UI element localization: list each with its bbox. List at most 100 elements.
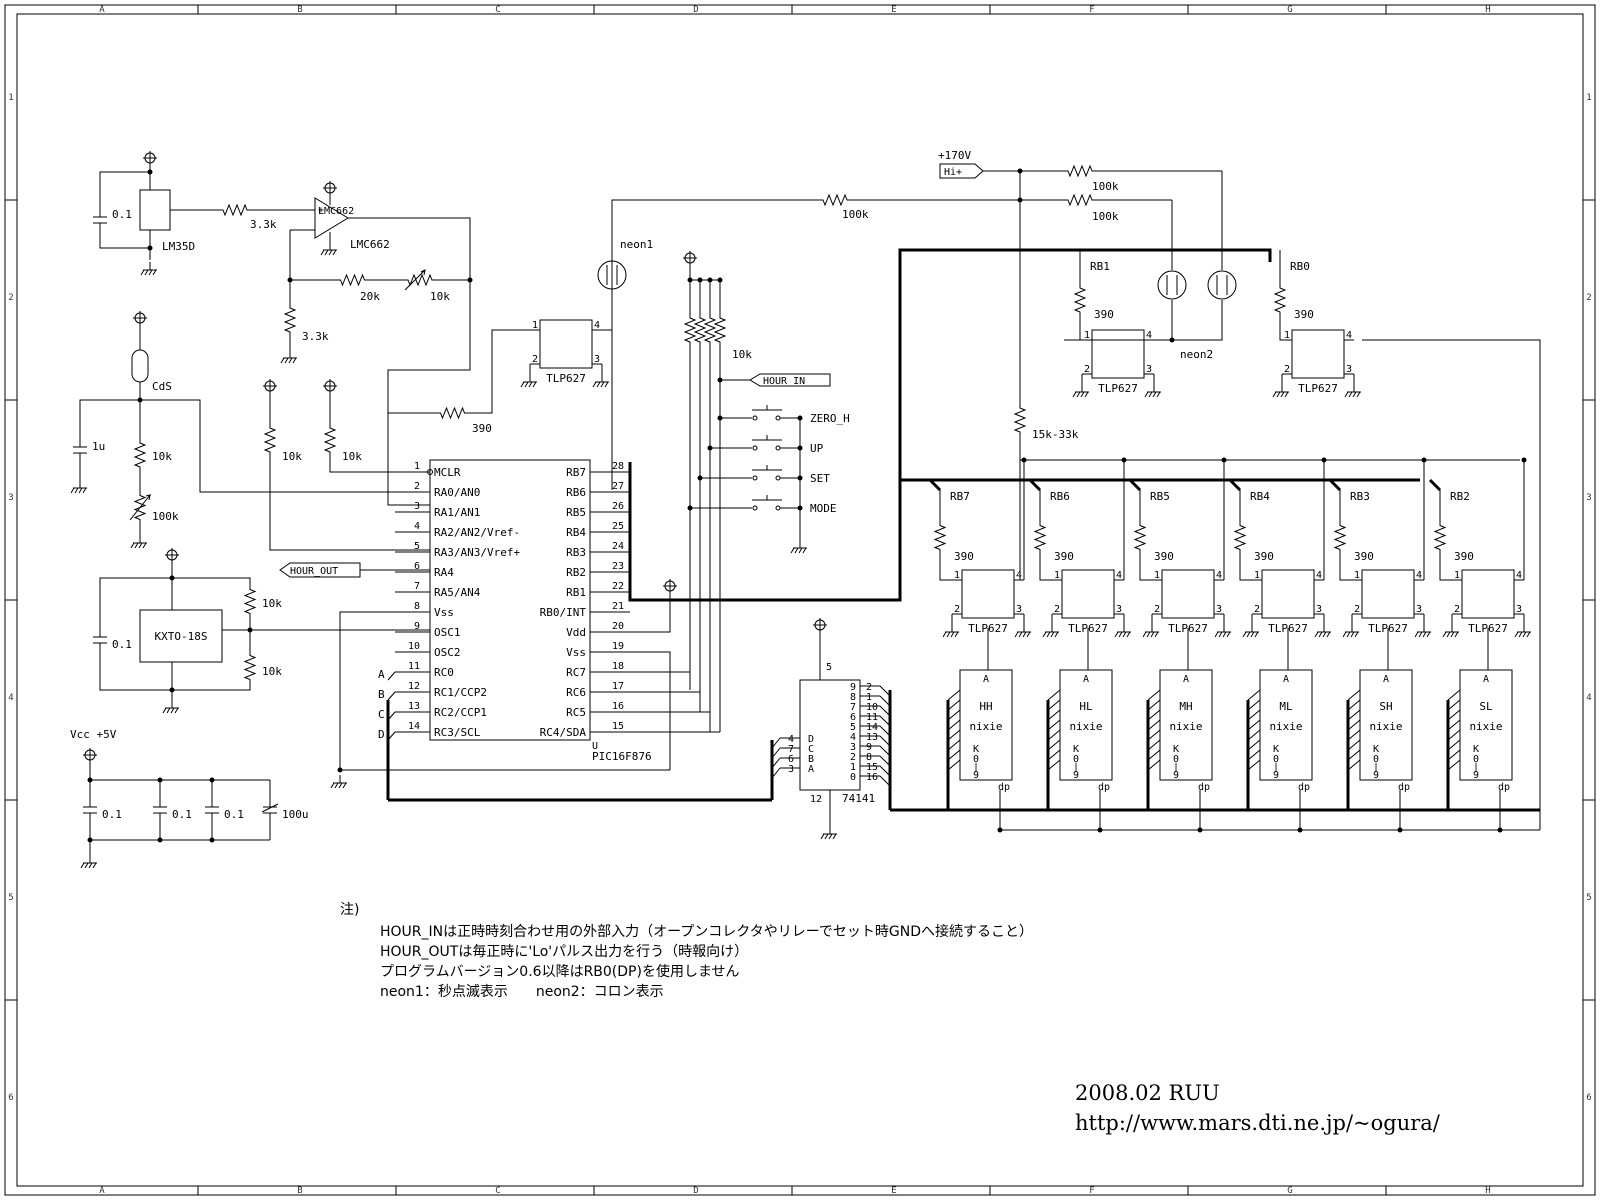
wire [162,707,167,714]
wire [1356,391,1361,398]
nixie-range: 9 [1073,770,1079,781]
wire [1242,631,1247,638]
label: RB0 [1290,260,1310,273]
wire [1148,391,1153,398]
label: 100k [152,510,179,523]
junction-dot [697,475,703,481]
polarized-mark [261,803,279,813]
label: 390 [1094,308,1114,321]
bcd-decoder-icon [799,679,861,791]
pin-number: 3 [1416,604,1422,615]
label: 15k-33k [1032,428,1079,441]
pin-number: 15 [866,762,878,773]
decoder-input-letter: D [808,734,814,745]
pin-name: RB4 [566,526,586,539]
wire [532,381,537,388]
wire [1352,391,1357,398]
wire [1147,749,1161,761]
notes-heading: 注) [340,902,359,918]
resistor-icon [243,585,257,618]
wire [1142,631,1147,638]
wire [320,249,325,256]
resistor-icon [1333,515,1347,560]
junction-dot [1321,457,1327,463]
optocoupler-icon [1261,569,1315,619]
label: 390 [954,550,974,563]
wire [1156,391,1161,398]
wire [928,478,942,492]
nixie-cathode: K [1173,744,1179,755]
resistor-icon [1433,515,1447,560]
pin-number: 16 [866,772,878,783]
wire [1454,631,1459,638]
pin-number: 24 [612,541,624,552]
wire [99,577,172,615]
wire [332,249,337,256]
border-row-label: 3 [8,493,13,503]
decoder-input-letter: B [808,754,814,765]
resistor-icon [330,273,375,287]
border-row-label: 1 [8,93,13,103]
nixie-tube-icon [959,669,1013,781]
optocoupler-label: TLP627 [1468,622,1508,635]
pin-number: 1 [1284,330,1290,341]
bus-letter: B [378,688,385,701]
border-column-label: C [495,5,500,15]
nixie-range: | [1373,762,1379,773]
wire [342,782,347,789]
resistor-icon [283,300,297,340]
pin-name: RB5 [566,506,586,519]
nixie-name: ML [1279,700,1293,713]
pin-number: 4 [788,734,794,745]
border-column-label: E [891,5,896,15]
pin-number: 6 [788,754,794,765]
temperature-sensor-icon [139,189,171,231]
nixie-dp: dp [998,782,1010,793]
wire [1022,631,1027,638]
nixie-type: nixie [1269,720,1302,733]
wire [172,577,251,585]
wire [1076,391,1081,398]
pin-number: 2 [1154,604,1160,615]
nixie-cathode: K [1273,744,1279,755]
nixie-tube-icon [1159,669,1213,781]
nixie-tube-icon [1259,669,1313,781]
decoder-output-digit: 2 [850,752,856,763]
label: 390 [472,422,492,435]
pin-number: 1 [1354,570,1360,581]
resistor-icon [323,420,337,460]
decoder-output-digit: 4 [850,732,856,743]
wire [950,631,955,638]
border-column-label: D [693,1186,698,1196]
wire [1450,631,1455,638]
pin-name: RC4/SDA [540,726,587,739]
wire [292,357,297,364]
border-row-label: 2 [1586,293,1591,303]
pin-number: 1 [954,570,960,581]
junction-dot [1521,457,1527,463]
wire [148,269,153,276]
wire [140,269,145,276]
wire [1150,631,1155,638]
note-line: HOUR_OUTは毎正時に'Lo'パルス出力を行う（時報向け） [380,944,748,960]
wire [879,715,891,727]
nixie-range: 9 [973,770,979,781]
pin-name: RC1/CCP2 [434,686,487,699]
resistor-icon [1273,280,1287,320]
pin-number: 1 [1454,570,1460,581]
pin-number: 4 [1516,570,1522,581]
bus-letter: A [378,668,385,681]
wire [1447,759,1461,771]
pin-name: RB6 [566,486,586,499]
pin-number: 10 [866,702,878,713]
wire [172,685,251,691]
pin-number: 13 [866,732,878,743]
resistor-icon [1013,400,1027,440]
wire [947,689,961,701]
label: RB6 [1050,490,1070,503]
decoder-output-digit: 7 [850,702,856,713]
wire [879,765,891,777]
wire [824,833,829,840]
wire [1122,631,1127,638]
junction-dot [209,837,215,843]
